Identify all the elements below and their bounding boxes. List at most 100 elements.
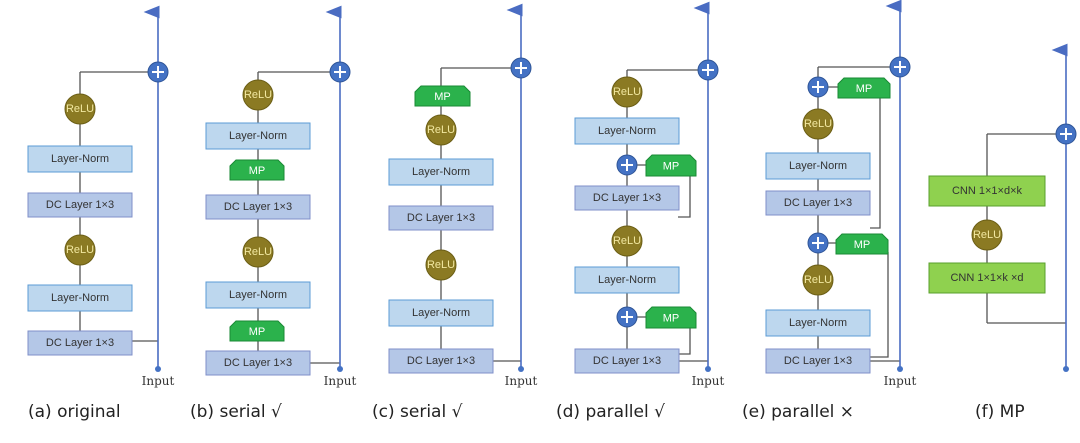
relu-label: ReLU xyxy=(804,118,832,130)
input-dot xyxy=(705,366,711,372)
plus-circle-icon xyxy=(889,56,911,78)
dc-layer-block-label: DC Layer 1×3 xyxy=(224,357,292,369)
relu-node: ReLU xyxy=(802,264,834,296)
mp-block: MP xyxy=(837,77,891,99)
relu-label: ReLU xyxy=(244,89,272,101)
layer-norm-block: Layer-Norm xyxy=(574,117,680,145)
layer-norm-block-label: Layer-Norm xyxy=(51,153,109,165)
layer-norm-block: Layer-Norm xyxy=(765,152,871,180)
plus-circle-icon xyxy=(510,57,532,79)
relu-node: ReLU xyxy=(611,76,643,108)
connection-wires xyxy=(79,0,1068,368)
dc-layer-block: DC Layer 1×3 xyxy=(205,350,311,376)
caption-e: (e) parallel × xyxy=(742,402,854,422)
layer-norm-block-label: Layer-Norm xyxy=(412,166,470,178)
mp-label: MP xyxy=(856,83,873,95)
dc-layer-block: DC Layer 1×3 xyxy=(574,185,680,211)
layer-norm-block-label: Layer-Norm xyxy=(598,274,656,286)
dc-layer-block-label: DC Layer 1×3 xyxy=(407,355,475,367)
mp-block: MP xyxy=(414,85,471,107)
relu-label: ReLU xyxy=(613,235,641,247)
diagram-captions: (a) original (b) serial √ (c) serial √ (d) … xyxy=(28,402,1025,422)
relu-label: ReLU xyxy=(613,86,641,98)
plus-circle-icon xyxy=(807,232,829,254)
mp-block: MP xyxy=(835,233,889,255)
dc-layer-block-label: DC Layer 1×3 xyxy=(46,337,114,349)
dc-layer-block-label: DC Layer 1×3 xyxy=(784,355,852,367)
dc-layer-block: DC Layer 1×3 xyxy=(765,190,871,216)
relu-node: ReLU xyxy=(242,236,274,268)
mp-block: MP xyxy=(229,320,285,342)
relu-node: ReLU xyxy=(971,219,1003,251)
mp-block: MP xyxy=(645,154,697,177)
input-dot xyxy=(337,366,343,372)
connector-line xyxy=(678,175,691,218)
cnn-block: CNN 1×1×d×k xyxy=(928,175,1046,207)
relu-label: ReLU xyxy=(66,103,94,115)
input-dot xyxy=(1063,366,1069,372)
layer-norm-block: Layer-Norm xyxy=(388,299,494,327)
dc-layer-block: DC Layer 1×3 xyxy=(765,348,871,374)
input-dot xyxy=(155,366,161,372)
relu-label: ReLU xyxy=(427,259,455,271)
input-label: Input xyxy=(692,374,725,388)
dc-layer-block-label: DC Layer 1×3 xyxy=(407,212,475,224)
layer-norm-block-label: Layer-Norm xyxy=(412,307,470,319)
layer-norm-block: Layer-Norm xyxy=(27,145,133,173)
connector-line xyxy=(870,252,889,358)
relu-node: ReLU xyxy=(64,93,96,125)
mp-label: MP xyxy=(249,165,266,177)
dc-layer-block: DC Layer 1×3 xyxy=(388,205,494,231)
mp-label: MP xyxy=(249,326,266,338)
relu-label: ReLU xyxy=(427,124,455,136)
connector-line xyxy=(870,97,881,229)
layer-norm-block-label: Layer-Norm xyxy=(51,292,109,304)
dc-layer-block: DC Layer 1×3 xyxy=(27,330,133,356)
plus-circle-icon xyxy=(329,61,351,83)
input-dot xyxy=(518,366,524,372)
dc-layer-block-label: DC Layer 1×3 xyxy=(593,192,661,204)
layer-norm-block: Layer-Norm xyxy=(205,281,311,309)
dc-layer-block-label: DC Layer 1×3 xyxy=(46,199,114,211)
dc-layer-block: DC Layer 1×3 xyxy=(388,348,494,374)
caption-c: (c) serial √ xyxy=(372,402,463,422)
relu-node: ReLU xyxy=(425,249,457,281)
relu-label: ReLU xyxy=(66,244,94,256)
dc-layer-block: DC Layer 1×3 xyxy=(27,192,133,218)
layer-norm-block-label: Layer-Norm xyxy=(789,317,847,329)
layer-norm-block-label: Layer-Norm xyxy=(598,125,656,137)
layer-norm-block: Layer-Norm xyxy=(27,284,133,312)
mp-block: MP xyxy=(229,159,285,181)
relu-node: ReLU xyxy=(425,114,457,146)
layer-norm-block: Layer-Norm xyxy=(574,266,680,294)
caption-a: (a) original xyxy=(28,402,121,422)
mp-label: MP xyxy=(434,91,451,103)
relu-node: ReLU xyxy=(64,234,96,266)
relu-label: ReLU xyxy=(244,246,272,258)
mp-label: MP xyxy=(663,161,680,173)
layer-norm-block-label: Layer-Norm xyxy=(229,130,287,142)
plus-circle-icon xyxy=(697,59,719,81)
input-label: Input xyxy=(884,374,917,388)
plus-circle-icon xyxy=(147,61,169,83)
mp-label: MP xyxy=(663,313,680,325)
caption-b: (b) serial √ xyxy=(190,402,282,422)
relu-label: ReLU xyxy=(804,274,832,286)
relu-node: ReLU xyxy=(611,225,643,257)
caption-f: (f) MP xyxy=(975,402,1025,422)
input-label: Input xyxy=(505,374,538,388)
dc-layer-block-label: DC Layer 1×3 xyxy=(784,197,852,209)
cnn-block-label: CNN 1×1×k ×d xyxy=(950,272,1023,284)
cnn-block: CNN 1×1×k ×d xyxy=(928,262,1046,294)
mp-block: MP xyxy=(645,306,697,329)
plus-circle-icon xyxy=(1055,123,1077,145)
caption-d: (d) parallel √ xyxy=(556,402,665,422)
plus-circle-icon xyxy=(807,76,829,98)
dc-layer-block: DC Layer 1×3 xyxy=(205,194,311,220)
input-label: Input xyxy=(324,374,357,388)
input-label: Input xyxy=(142,374,175,388)
layer-norm-block-label: Layer-Norm xyxy=(789,160,847,172)
layer-norm-block: Layer-Norm xyxy=(765,309,871,337)
dc-layer-block: DC Layer 1×3 xyxy=(574,348,680,374)
